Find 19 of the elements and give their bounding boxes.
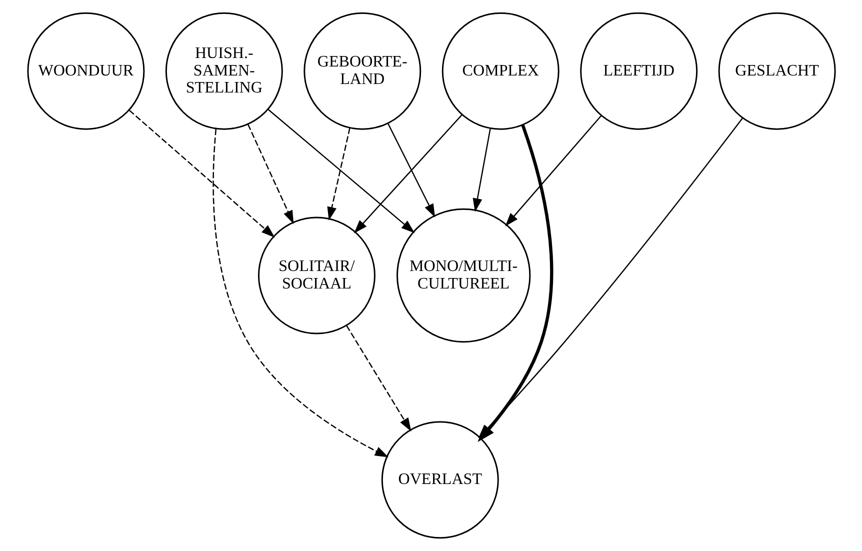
node-circle: GEBOORTE- LAND (303, 12, 421, 130)
arrow (246, 124, 294, 224)
arrow (472, 128, 490, 212)
arrow (212, 128, 388, 458)
arrow (267, 108, 414, 234)
arrow (128, 110, 274, 238)
arrow (353, 114, 462, 234)
arrow (326, 128, 350, 221)
node-circle: WOONDUUR (26, 12, 144, 130)
node-circle: OVERLAST (380, 421, 498, 539)
arrow (386, 123, 435, 218)
node-circle: MONO/MULTI- CULTUREEL (396, 208, 530, 343)
node-circle: COMPLEX (441, 12, 559, 130)
node-circle: HUISH.- SAMEN- STELLING (164, 12, 282, 130)
node-circle: LEEFTIJD (580, 12, 698, 130)
node-circle: GESLACHT (718, 12, 836, 130)
node-circle: SOLITAIR/ SOCIAAL (257, 216, 375, 334)
arrow (504, 115, 602, 226)
arrow (346, 325, 411, 432)
